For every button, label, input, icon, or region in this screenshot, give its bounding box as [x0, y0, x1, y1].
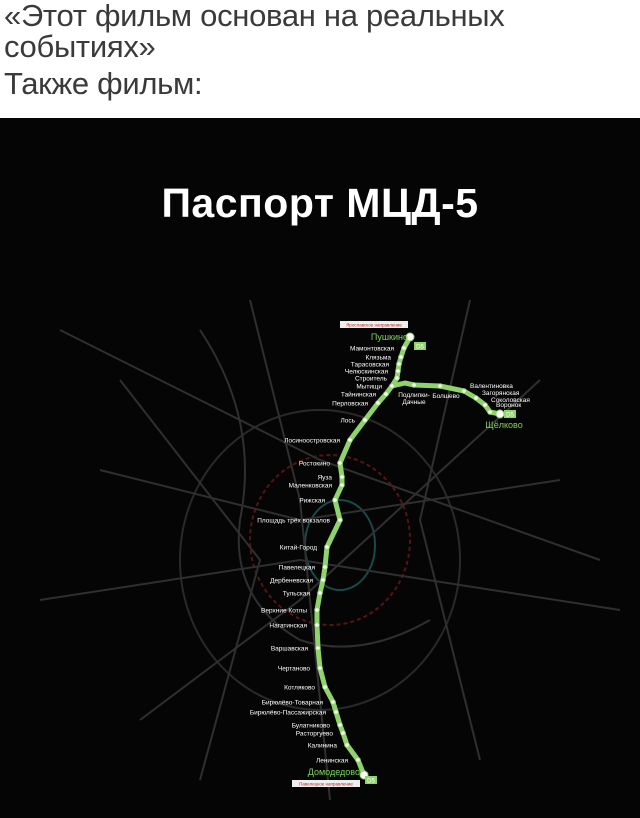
- station-dot[interactable]: [314, 622, 320, 628]
- background-roads: [39, 299, 621, 801]
- station-label[interactable]: Котляково: [284, 685, 315, 692]
- map-title: Паспорт МЦД-5: [161, 180, 479, 226]
- map-canvas: ПушкиноМамонтовскаяКлязьмаТарасовскаяЧел…: [39, 299, 621, 801]
- station-label[interactable]: Ленинская: [316, 758, 349, 765]
- station-label[interactable]: Ростокино: [299, 461, 330, 468]
- station-label[interactable]: Китай-Город: [280, 544, 318, 552]
- station-label[interactable]: Нагатинская: [269, 623, 307, 630]
- caption-line-3: Также фильм:: [4, 66, 203, 101]
- station-dot[interactable]: [344, 742, 350, 748]
- station-dot[interactable]: [317, 590, 323, 596]
- d5-badge: [365, 776, 377, 784]
- station-label[interactable]: Пушкино: [371, 332, 408, 342]
- station-label[interactable]: Яуза: [317, 475, 332, 482]
- station-dot[interactable]: [437, 383, 443, 389]
- station-dot[interactable]: [375, 400, 381, 406]
- station-dot[interactable]: [396, 361, 402, 367]
- station-label[interactable]: Павелецкая: [279, 565, 316, 572]
- station-label[interactable]: Подлипки-Дачные: [398, 392, 430, 406]
- station-dot[interactable]: [333, 709, 339, 715]
- station-dot[interactable]: [315, 645, 321, 651]
- station-dot[interactable]: [322, 564, 328, 570]
- station-label[interactable]: Щёлково: [485, 420, 522, 430]
- station-label[interactable]: Тайнинская: [341, 391, 377, 399]
- station-label[interactable]: Бирюлёво-Пассажирская: [250, 710, 327, 717]
- direction-label-box: [292, 780, 360, 787]
- station-dot[interactable]: [347, 437, 353, 443]
- station-dot[interactable]: [495, 409, 505, 419]
- station-label[interactable]: Строитель: [355, 376, 388, 383]
- caption-line-2: событиях»: [4, 29, 156, 64]
- station-dot[interactable]: [317, 665, 323, 671]
- station-dot[interactable]: [339, 482, 345, 488]
- d5-badge-label: D5: [367, 779, 375, 785]
- station-dot[interactable]: [314, 607, 320, 613]
- caption-line-1: «Этот фильм основан на реальных: [4, 0, 505, 33]
- station-dot[interactable]: [389, 383, 395, 389]
- station-dot[interactable]: [383, 391, 389, 397]
- station-label[interactable]: Загорянская: [482, 390, 520, 397]
- station-label[interactable]: Тарасовская: [351, 362, 390, 369]
- station-dot[interactable]: [411, 382, 417, 388]
- station-dot[interactable]: [395, 368, 401, 374]
- station-label[interactable]: Валентиновка: [470, 383, 513, 390]
- station-dot[interactable]: [473, 395, 479, 401]
- station-label[interactable]: Расторгуево: [296, 731, 334, 738]
- station-dot[interactable]: [461, 388, 467, 394]
- station-label[interactable]: Булатниково: [292, 723, 331, 730]
- station-label[interactable]: Лосиноостровская: [284, 438, 340, 445]
- station-dot[interactable]: [401, 345, 407, 351]
- station-dot[interactable]: [355, 757, 361, 763]
- station-label[interactable]: Мытищи: [356, 384, 382, 391]
- d5-badge-label: D5: [506, 413, 514, 419]
- station-label[interactable]: Лось: [340, 418, 355, 425]
- station-dot[interactable]: [339, 474, 345, 480]
- station-dot[interactable]: [337, 722, 343, 728]
- d5-badge-label: D5: [416, 345, 424, 351]
- station-label[interactable]: Площадь трёх вокзалов: [257, 518, 330, 525]
- station-label[interactable]: Челюскинская: [345, 369, 389, 376]
- station-dot[interactable]: [340, 730, 346, 736]
- station-label[interactable]: Чертаново: [278, 666, 311, 673]
- station-label[interactable]: Верхние Котлы: [261, 608, 307, 615]
- station-label[interactable]: Болшево: [432, 393, 460, 400]
- station-dot[interactable]: [398, 354, 404, 360]
- station-label[interactable]: Калинина: [308, 743, 338, 750]
- station-dot[interactable]: [405, 332, 415, 342]
- station-label[interactable]: Дербеневская: [270, 577, 313, 585]
- station-label[interactable]: Воронок: [496, 402, 521, 409]
- station-dot[interactable]: [337, 460, 343, 466]
- station-dot[interactable]: [394, 375, 400, 381]
- station-label[interactable]: Бирюлёво-Товарная: [262, 700, 324, 707]
- station-dot[interactable]: [332, 497, 338, 503]
- d5-badge: [504, 410, 516, 418]
- station-label[interactable]: Варшавская: [271, 646, 309, 653]
- station-dot[interactable]: [320, 577, 326, 583]
- station-dot[interactable]: [482, 402, 488, 408]
- direction-label-box: [340, 321, 408, 328]
- station-label[interactable]: Клязьма: [365, 355, 391, 362]
- station-label[interactable]: Мамонтовская: [350, 346, 395, 353]
- direction-label: Павелецкое направление: [299, 782, 353, 787]
- station-label[interactable]: Соколовская: [491, 397, 530, 404]
- station-label[interactable]: Маленковская: [289, 483, 333, 490]
- station-label[interactable]: Тульская: [283, 591, 311, 598]
- station-dot[interactable]: [330, 699, 336, 705]
- station-label[interactable]: Перловская: [332, 401, 368, 408]
- d5-badge: [414, 342, 426, 350]
- station-dot[interactable]: [322, 684, 328, 690]
- direction-label: Ярославское направление: [346, 323, 402, 328]
- station-dot[interactable]: [337, 517, 343, 523]
- station-dot[interactable]: [324, 544, 330, 550]
- station-label[interactable]: Домодедово: [308, 767, 360, 777]
- station-dot[interactable]: [487, 409, 493, 415]
- meme-caption: «Этот фильм основан на реальных событиях…: [0, 0, 640, 118]
- station-label[interactable]: Рижская: [299, 498, 325, 505]
- station-dot[interactable]: [362, 417, 368, 423]
